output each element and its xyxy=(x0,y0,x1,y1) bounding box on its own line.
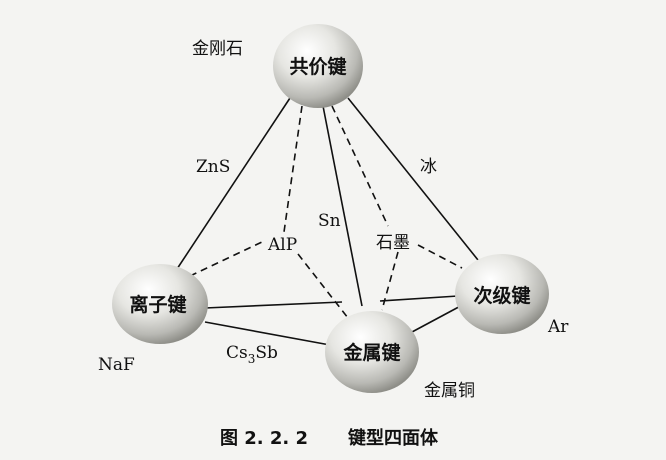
caption-title: 键型四面体 xyxy=(347,427,439,449)
label-diamond: 金刚石 xyxy=(192,39,243,59)
edge-covalent-metallic xyxy=(322,105,363,307)
caption-figure-number: 图 2. 2. 2 xyxy=(220,428,308,449)
dash-covalent-alp xyxy=(283,105,303,233)
dash-graphite-secondary xyxy=(417,244,463,269)
figure-caption: 图 2. 2. 2 键型四面体 xyxy=(220,427,439,449)
edge-ionic-secondary xyxy=(204,301,343,309)
sphere-covalent xyxy=(273,24,363,108)
node-ionic-label: 离子键 xyxy=(129,293,186,316)
dash-covalent-graphite xyxy=(331,105,389,227)
node-metallic-label: 金属键 xyxy=(342,341,400,364)
label-sn: Sn xyxy=(318,211,341,231)
sphere-secondary xyxy=(455,254,549,334)
dash-graphite-metallic xyxy=(381,251,399,311)
node-secondary-label: 次级键 xyxy=(473,284,530,307)
edge-ionic-secondary-continued xyxy=(379,295,459,302)
label-alp: AlP xyxy=(267,235,297,255)
label-naf: NaF xyxy=(98,355,135,375)
solid-edges xyxy=(174,97,479,346)
node-covalent: 共价键 xyxy=(273,24,363,108)
label-copper: 金属铜 xyxy=(424,381,475,401)
dash-alp-metallic xyxy=(297,253,349,319)
example-labels: 金刚石 ZnS 冰 AlP Sn 石墨 NaF Cs3Sb Ar 金属铜 xyxy=(98,39,569,401)
dashed-edges xyxy=(189,105,463,319)
sphere-metallic xyxy=(325,311,419,393)
edge-covalent-secondary xyxy=(347,97,479,261)
sphere-ionic xyxy=(112,264,208,344)
edge-ionic-metallic xyxy=(204,321,331,346)
label-graphite: 石墨 xyxy=(376,233,410,253)
label-zns: ZnS xyxy=(196,157,230,177)
label-cs3sb: Cs3Sb xyxy=(226,343,278,366)
dash-ionic-alp xyxy=(189,241,263,277)
node-secondary: 次级键 xyxy=(455,254,549,334)
node-ionic: 离子键 xyxy=(112,264,208,344)
label-ar: Ar xyxy=(547,317,569,337)
label-ice: 冰 xyxy=(420,157,437,177)
node-metallic: 金属键 xyxy=(325,311,419,393)
edge-covalent-ionic xyxy=(174,97,291,273)
node-covalent-label: 共价键 xyxy=(289,55,346,78)
